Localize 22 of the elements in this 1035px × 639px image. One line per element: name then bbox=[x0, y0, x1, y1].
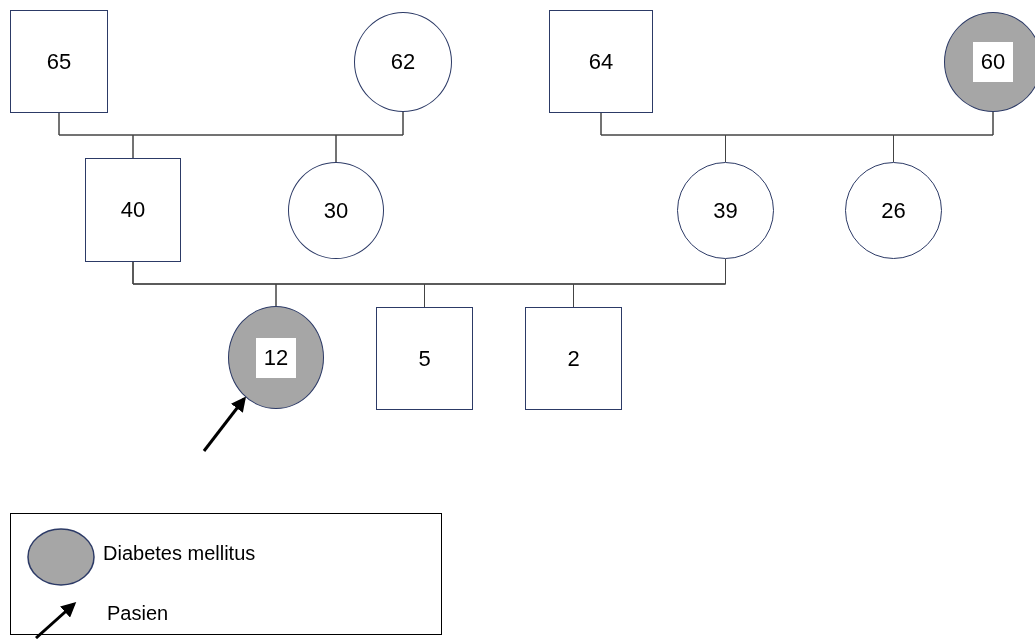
pointer-arrow bbox=[202, 396, 247, 452]
age-label: 60 bbox=[972, 42, 1014, 82]
age-label: 64 bbox=[588, 48, 614, 75]
age-label: 12 bbox=[255, 337, 297, 378]
descent-line bbox=[573, 258, 726, 308]
descent-line bbox=[893, 111, 994, 163]
age-label: 39 bbox=[713, 197, 738, 224]
male-square bbox=[549, 10, 653, 113]
age-label: 40 bbox=[120, 197, 146, 223]
age-label: 26 bbox=[881, 197, 906, 224]
age-label: 2 bbox=[567, 345, 580, 372]
male-square bbox=[10, 10, 108, 113]
age-label: 5 bbox=[418, 345, 431, 372]
male-square bbox=[376, 307, 473, 410]
age-label: 65 bbox=[46, 48, 72, 75]
legend-label: Diabetes mellitus bbox=[103, 542, 256, 565]
age-label: 30 bbox=[323, 197, 349, 224]
age-label: 62 bbox=[390, 49, 416, 75]
male-square bbox=[525, 307, 622, 410]
male-square bbox=[85, 158, 181, 262]
descent-line bbox=[335, 111, 404, 163]
legend-label: Pasien bbox=[107, 602, 169, 625]
